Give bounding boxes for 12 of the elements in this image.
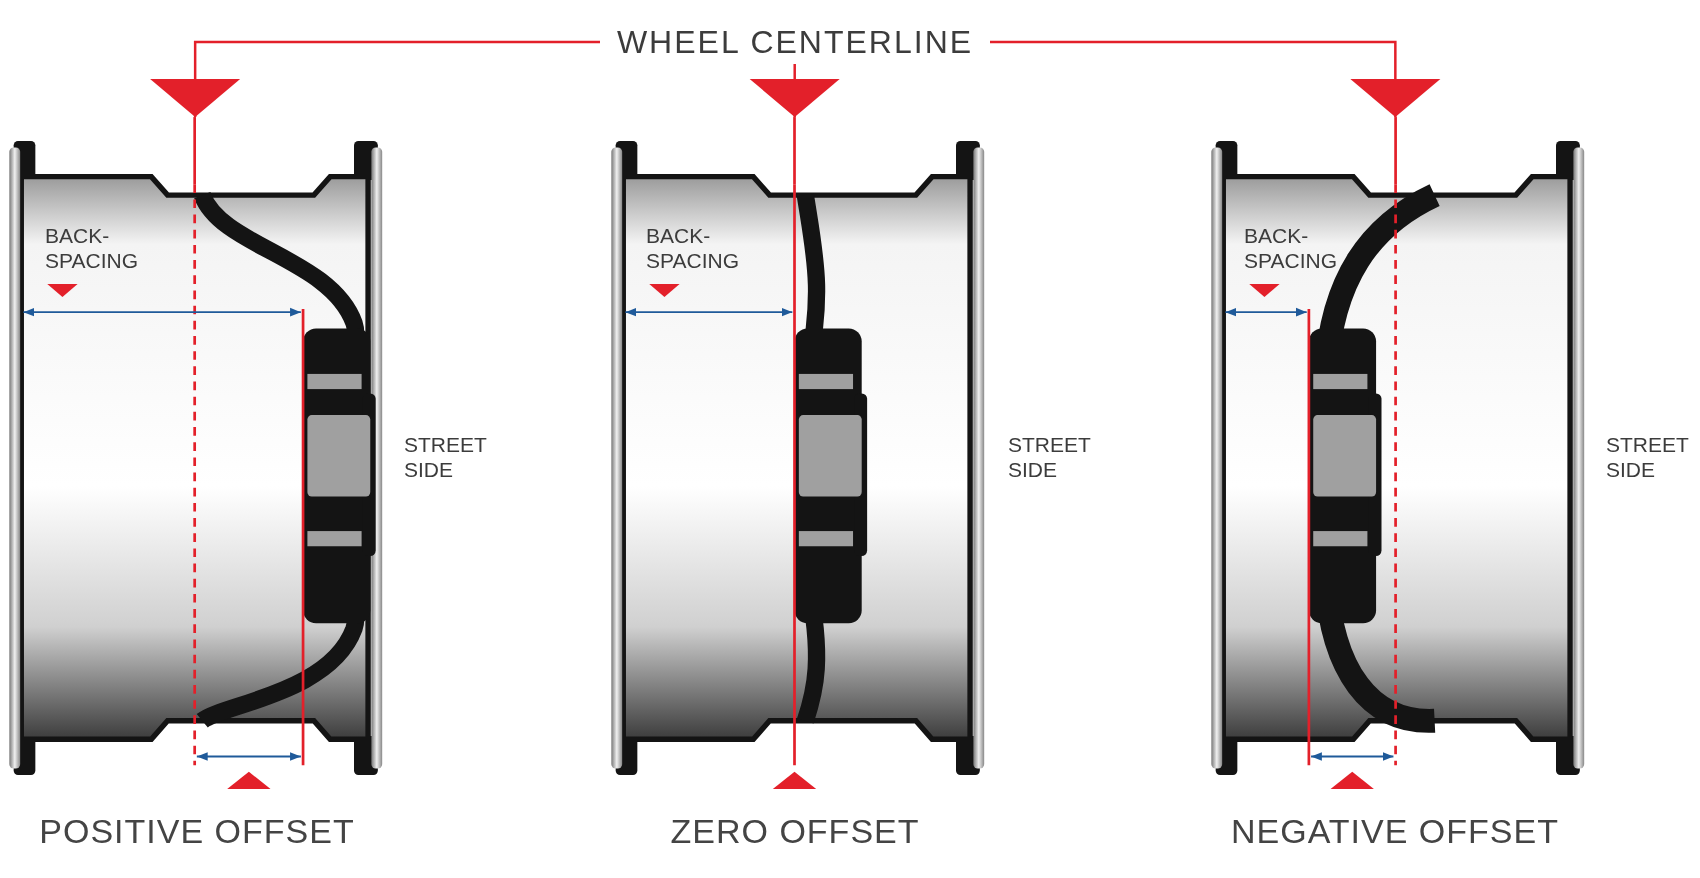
- part-label: STREET SIDE: [1008, 432, 1092, 482]
- part-label: STREET SIDE: [1606, 432, 1690, 482]
- offset-label: ZERO OFFSET: [670, 812, 920, 851]
- part-label: BACK-SPACING: [1244, 223, 1338, 273]
- part-label: BACK-SPACING: [45, 223, 139, 273]
- offset-label: POSITIVE OFFSET: [39, 812, 355, 851]
- leader-line: [749, 64, 840, 117]
- offset-label: NEGATIVE OFFSET: [1231, 812, 1559, 851]
- leader-line: [150, 40, 600, 117]
- leader-line: [990, 40, 1441, 117]
- part-label: BACK-SPACING: [646, 223, 740, 273]
- part-label: STREET SIDE: [404, 432, 488, 482]
